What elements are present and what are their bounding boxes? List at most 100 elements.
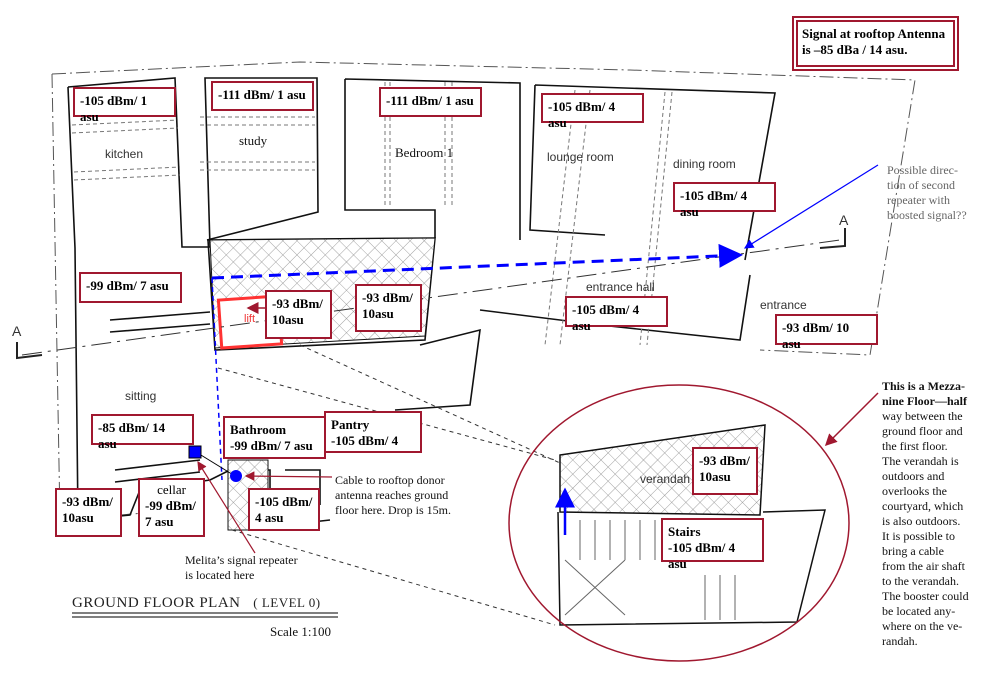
reading-text: -105 dBm/ 4 asu (668, 540, 736, 571)
reading-entrance: -93 dBm/ 10 asu (775, 314, 878, 351)
note-line: floor here. Drop is 15m. (335, 503, 451, 517)
reading-text: 10asu (699, 469, 731, 484)
reading-bathroom: Bathroom-99 dBm/ 7 asu (223, 416, 326, 459)
note-line: ground floor and (882, 424, 963, 438)
note-line: repeater with (887, 193, 950, 207)
note-line: overlooks the (882, 484, 947, 498)
reading-text: -99 dBm/ 7 asu (230, 438, 313, 453)
reading-kitchen: -105 dBm/ 1 asu (73, 87, 176, 124)
reading-text: -105 dBm/ (255, 494, 313, 509)
plan-title: GROUND FLOOR PLAN ( LEVEL 0) (72, 595, 321, 612)
note-line: The verandah is (882, 454, 959, 468)
room-label-study: study (239, 133, 268, 148)
note-line: It is possible to (882, 529, 956, 543)
room-grid-lines (71, 82, 673, 346)
direction-arrow (743, 164, 879, 249)
note-line: Cable to rooftop donor (335, 473, 445, 487)
title-underline (72, 612, 338, 618)
repeater-arrow (197, 460, 256, 554)
section-marker-right (819, 228, 846, 249)
reading-text: 7 asu (145, 514, 174, 529)
reading-bedroom: -111 dBm/ 1 asu (379, 87, 482, 117)
reading-text: 10asu (272, 312, 304, 327)
reading-text: -93 dBm/ (272, 296, 323, 311)
reading-text: 10asu (62, 510, 94, 525)
room-label-lounge: lounge room (547, 150, 614, 164)
cable-route-vertical (211, 277, 223, 481)
plan-level: ( LEVEL 0) (253, 595, 321, 610)
section-label-left: A (12, 323, 22, 339)
note-line: is located here (185, 568, 255, 582)
section-lines (21, 239, 841, 356)
reading-text: 10asu (362, 306, 394, 321)
antenna-note-line: is –85 dBa / 14 asu. (802, 42, 908, 57)
outer-boundary (51, 61, 916, 521)
plan-scale: Scale 1:100 (270, 624, 332, 639)
leader-lines (217, 344, 561, 626)
room-label-entrance: entrance (760, 298, 807, 312)
note-line: from the air shaft (882, 559, 965, 573)
note-line: way between the (882, 409, 963, 423)
note-line: tion of second (887, 178, 955, 192)
note-line: bring a cable (882, 544, 944, 558)
note-line: be located any- (882, 604, 956, 618)
note-line: randah. (882, 634, 918, 648)
repeater-link (195, 451, 236, 477)
note-line: The booster could (882, 589, 969, 603)
reading-title: Bathroom (230, 422, 287, 437)
reading-entrance-hall: -105 dBm/ 4 asu (565, 296, 668, 333)
cable-arrow (244, 471, 333, 481)
cable-route-dashed (211, 243, 743, 280)
reading-courtyard: -93 dBm/10asu (355, 284, 422, 332)
note-line: Possible direc- (887, 163, 958, 177)
reading-southwest: -93 dBm/10asu (55, 488, 122, 537)
reading-study: -111 dBm/ 1 asu (211, 81, 314, 111)
cable-drop-icon (230, 470, 242, 482)
reading-title: Stairs (668, 524, 701, 539)
note-line: to the verandah. (882, 574, 959, 588)
room-label-bedroom: Bedroom 1 (395, 145, 454, 160)
reading-text: -105 dBm/ 4 (331, 433, 399, 448)
mezzanine-highlight (508, 384, 850, 662)
reading-text: -93 dBm/ (699, 453, 750, 468)
reading-shaft: -105 dBm/4 asu (248, 488, 320, 531)
room-label-verandah: verandah (640, 472, 691, 486)
reading-text: -99 dBm/ (145, 498, 196, 513)
repeater-icon (188, 445, 202, 459)
reading-text: -93 dBm/ (62, 494, 113, 509)
antenna-note-line: Signal at rooftop Antenna (802, 26, 946, 41)
note-line: Melita’s signal repeater (185, 553, 298, 567)
note-line: boosted signal?? (887, 208, 967, 222)
note-line: is also outdoors. (882, 514, 961, 528)
reading-lift: -93 dBm/10asu (265, 290, 332, 339)
mezzanine-arrow (824, 392, 879, 447)
section-marker-left (16, 342, 43, 360)
reading-text: 4 asu (255, 510, 284, 525)
reading-stairs: Stairs-105 dBm/ 4 asu (661, 518, 764, 571)
reading-title: Pantry (331, 417, 370, 432)
rooftop-antenna-note: Signal at rooftop Antenna is –85 dBa / 1… (792, 16, 959, 71)
note-line: outdoors and (882, 469, 945, 483)
room-label-dining: dining room (673, 157, 736, 171)
reading-verandah: -93 dBm/10asu (692, 447, 758, 495)
reading-cellar: cellar-99 dBm/7 asu (138, 478, 205, 537)
note-line: the first floor. (882, 439, 948, 453)
reading-sitting: -85 dBm/ 14 asu (91, 414, 194, 451)
reading-pantry: Pantry-105 dBm/ 4 (324, 411, 422, 453)
reading-title: cellar (157, 482, 186, 497)
plan-title-text: GROUND FLOOR PLAN (72, 595, 241, 611)
reading-text: -93 dBm/ (362, 290, 413, 305)
room-label-lift: lift (244, 313, 255, 325)
reading-dining: -105 dBm/ 4 asu (673, 182, 776, 219)
reading-lounge: -105 dBm/ 4 asu (541, 93, 644, 130)
room-label-entrance-hall: entrance hall (586, 280, 655, 294)
note-line: courtyard, which (882, 499, 964, 513)
reading-west: -99 dBm/ 7 asu (79, 272, 182, 303)
section-label-right: A (839, 212, 849, 228)
note-line: antenna reaches ground (335, 488, 449, 502)
